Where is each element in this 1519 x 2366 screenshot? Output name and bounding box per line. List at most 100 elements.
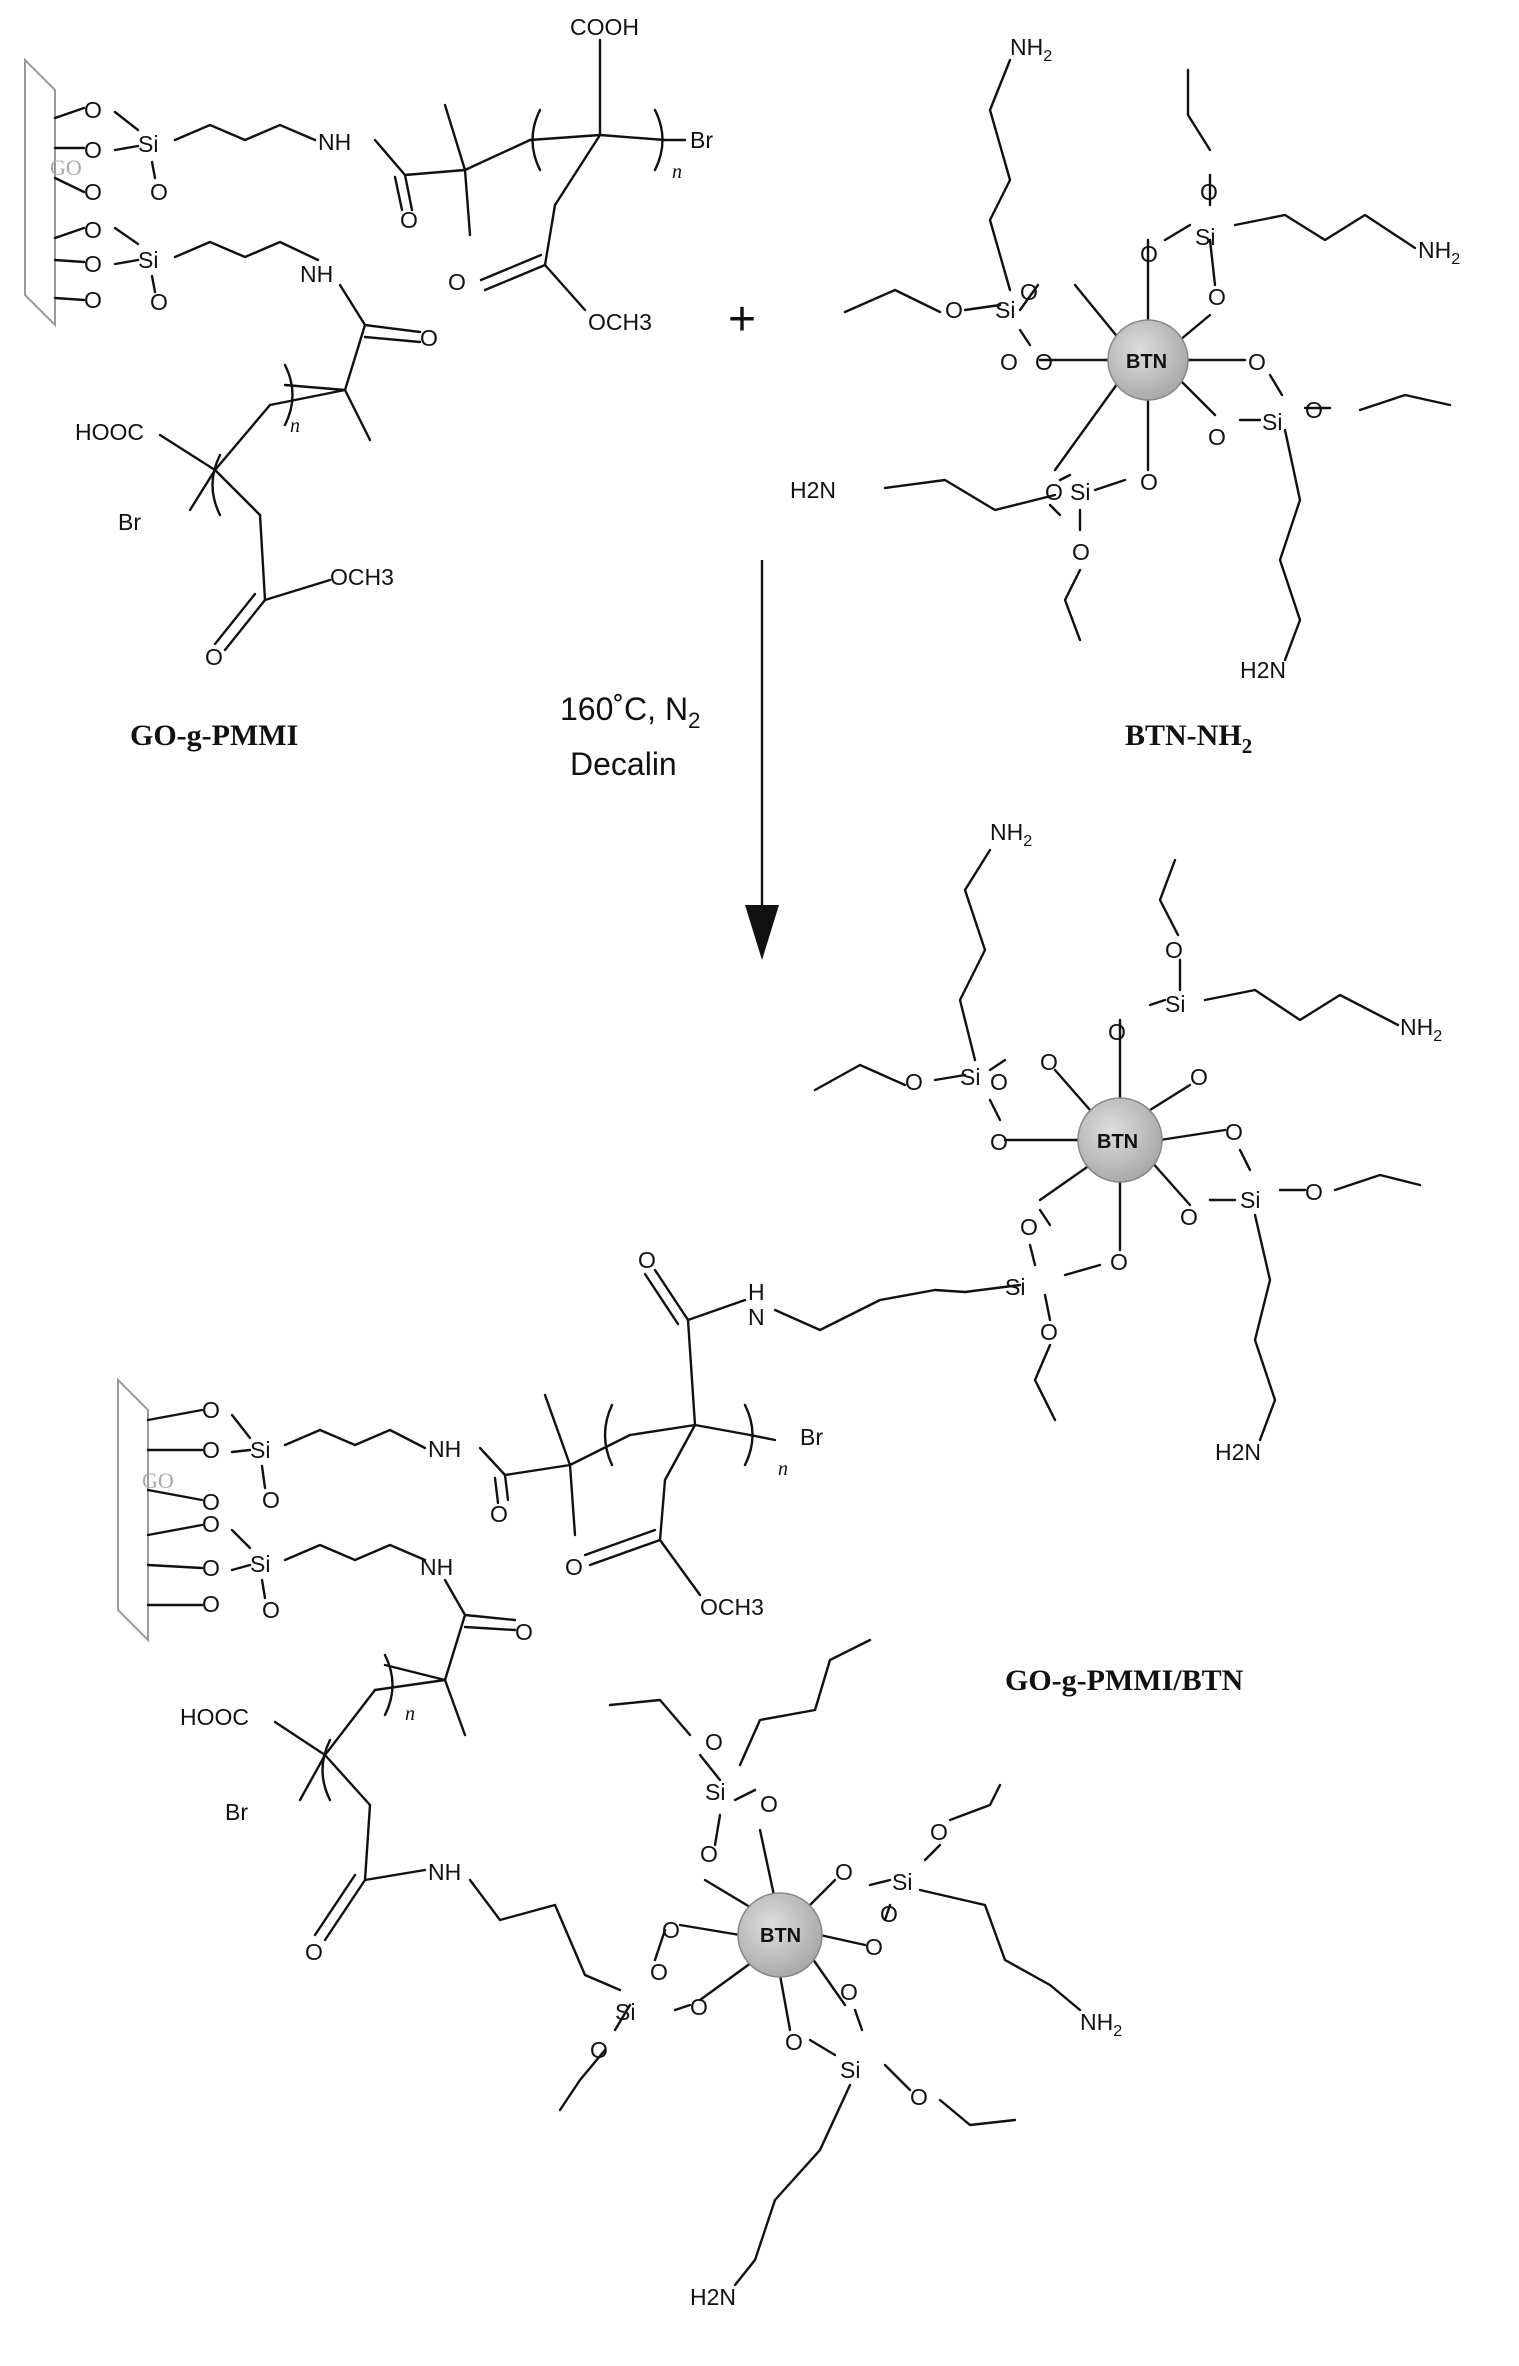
go-sheet-label: GO	[50, 155, 82, 180]
svg-text:O: O	[1305, 397, 1323, 423]
svg-text:H2N: H2N	[790, 477, 836, 503]
svg-text:Si: Si	[705, 1779, 725, 1805]
svg-text:O: O	[650, 1959, 668, 1985]
svg-text:O: O	[1180, 1204, 1198, 1230]
svg-text:O: O	[1040, 1319, 1058, 1345]
svg-text:O: O	[84, 97, 102, 123]
svg-text:NH2: NH2	[1010, 34, 1052, 65]
go-g-pmmi-structure: GO	[24, 14, 713, 670]
svg-text:O: O	[1140, 469, 1158, 495]
svg-text:O: O	[448, 269, 466, 295]
svg-text:O: O	[1000, 349, 1018, 375]
svg-text:OCH3: OCH3	[588, 309, 652, 335]
svg-text:O: O	[84, 217, 102, 243]
reaction-arrow	[745, 560, 779, 960]
svg-text:O: O	[202, 1437, 220, 1463]
product-btn-core-lower	[737, 1892, 823, 1978]
svg-text:O: O	[515, 1619, 533, 1645]
svg-text:Si: Si	[1165, 991, 1185, 1017]
svg-text:NH: NH	[300, 261, 333, 287]
svg-text:O: O	[1305, 1179, 1323, 1205]
svg-text:O: O	[690, 1994, 708, 2020]
svg-text:O: O	[150, 179, 168, 205]
svg-text:n: n	[290, 415, 300, 437]
svg-text:OCH3: OCH3	[330, 564, 394, 590]
svg-text:O: O	[638, 1247, 656, 1273]
svg-text:O: O	[865, 1934, 883, 1960]
svg-text:O: O	[150, 289, 168, 315]
svg-text:NH2: NH2	[990, 819, 1032, 850]
svg-text:O: O	[84, 251, 102, 277]
product-structure: GO	[117, 819, 1442, 2310]
svg-text:O: O	[945, 297, 963, 323]
svg-text:O: O	[400, 207, 418, 233]
svg-text:O: O	[84, 137, 102, 163]
btn-nh2-structure: BTN O O Si O O O Si O O O Si O O O Si O …	[790, 34, 1460, 683]
reactant1-label: GO-g-PMMI	[130, 719, 298, 752]
svg-text:O: O	[84, 287, 102, 313]
product-label: GO-g-PMMI/BTN	[1005, 1664, 1244, 1697]
svg-text:O: O	[590, 2037, 608, 2063]
svg-text:O: O	[202, 1511, 220, 1537]
svg-text:Si: Si	[960, 1064, 980, 1090]
svg-text:O: O	[700, 1841, 718, 1867]
svg-text:OCH3: OCH3	[700, 1594, 764, 1620]
svg-text:O: O	[662, 1917, 680, 1943]
svg-text:O: O	[760, 1791, 778, 1817]
svg-text:Si: Si	[1262, 409, 1282, 435]
svg-text:H2N: H2N	[690, 2284, 736, 2310]
svg-text:BTN: BTN	[760, 1925, 801, 1947]
svg-text:O: O	[835, 1859, 853, 1885]
svg-text:O: O	[1035, 349, 1053, 375]
svg-text:NH2: NH2	[1418, 237, 1460, 268]
svg-text:Si: Si	[1240, 1187, 1260, 1213]
svg-text:O: O	[1072, 539, 1090, 565]
svg-text:O: O	[305, 1939, 323, 1965]
svg-text:O: O	[202, 1591, 220, 1617]
svg-text:O: O	[490, 1501, 508, 1527]
svg-text:GO: GO	[142, 1468, 174, 1493]
svg-text:Br: Br	[800, 1424, 823, 1450]
svg-text:O: O	[905, 1069, 923, 1095]
svg-text:O: O	[262, 1597, 280, 1623]
svg-text:O: O	[1045, 479, 1063, 505]
svg-text:O: O	[1108, 1019, 1126, 1045]
svg-text:H: H	[748, 1279, 765, 1305]
plus-sign: +	[728, 293, 756, 346]
svg-text:Si: Si	[995, 297, 1015, 323]
svg-text:n: n	[672, 161, 682, 183]
svg-text:Br: Br	[225, 1799, 248, 1825]
svg-text:O: O	[910, 2084, 928, 2110]
svg-text:O: O	[880, 1901, 898, 1927]
reactant2-label: BTN-NH2	[1125, 719, 1252, 758]
svg-text:Br: Br	[690, 127, 713, 153]
svg-text:NH: NH	[428, 1436, 461, 1462]
svg-text:Si: Si	[1070, 479, 1090, 505]
svg-text:Si: Si	[138, 247, 158, 273]
svg-text:NH: NH	[428, 1859, 461, 1885]
svg-text:O: O	[1020, 1214, 1038, 1240]
svg-text:NH: NH	[420, 1554, 453, 1580]
svg-text:O: O	[1208, 424, 1226, 450]
svg-text:N: N	[748, 1304, 765, 1330]
product-btn-core-upper	[1077, 1097, 1163, 1183]
svg-text:O: O	[84, 179, 102, 205]
svg-text:O: O	[205, 644, 223, 670]
svg-text:O: O	[565, 1554, 583, 1580]
svg-text:NH2: NH2	[1400, 1014, 1442, 1045]
svg-text:Si: Si	[1005, 1274, 1025, 1300]
svg-text:NH2: NH2	[1080, 2009, 1122, 2040]
svg-text:H2N: H2N	[1215, 1439, 1261, 1465]
product-go-sheet	[117, 1377, 149, 1643]
svg-text:O: O	[705, 1729, 723, 1755]
svg-text:Si: Si	[1195, 224, 1215, 250]
svg-text:H2N: H2N	[1240, 657, 1286, 683]
svg-text:O: O	[1190, 1064, 1208, 1090]
condition-line-1: 160˚C, N2	[560, 691, 701, 733]
svg-text:Si: Si	[840, 2057, 860, 2083]
svg-text:HOOC: HOOC	[180, 1704, 249, 1730]
svg-text:n: n	[778, 1458, 788, 1480]
svg-text:Si: Si	[250, 1437, 270, 1463]
svg-text:Si: Si	[250, 1551, 270, 1577]
